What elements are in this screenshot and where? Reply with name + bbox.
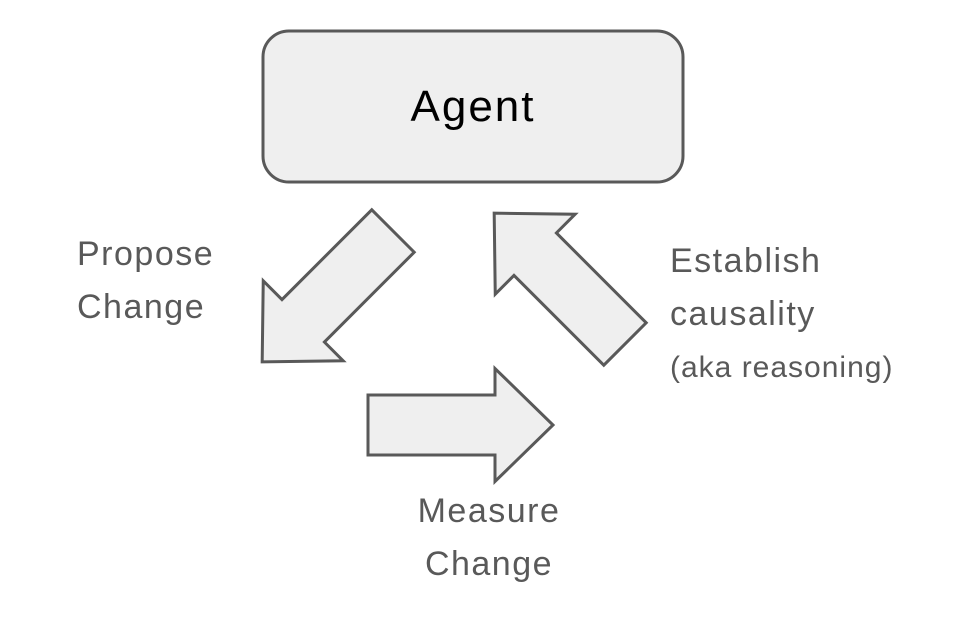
establish-causality-label: Establish causality (aka reasoning) (670, 235, 893, 394)
establish-causality-label-line2: causality (670, 295, 816, 333)
establish-causality-label-line3: (aka reasoning) (670, 351, 894, 384)
establish-causality-label-line1: Establish (670, 242, 822, 280)
propose-change-label-line1: Propose (77, 235, 215, 273)
measure-change-label-line2: Change (424, 545, 554, 583)
measure-change-label-line1: Measure (417, 492, 561, 530)
measure-change-arrow (366, 364, 556, 486)
establish-causality-arrow (492, 211, 649, 368)
propose-change-label-line2: Change (77, 288, 206, 326)
measure-change-label: Measure Change (339, 485, 639, 591)
agent-node: Agent (263, 31, 683, 182)
propose-change-label: Propose Change (77, 228, 214, 334)
agent-node-label: Agent (410, 81, 536, 131)
propose-change-arrow (260, 207, 417, 364)
agent-node-shape (261, 29, 685, 184)
